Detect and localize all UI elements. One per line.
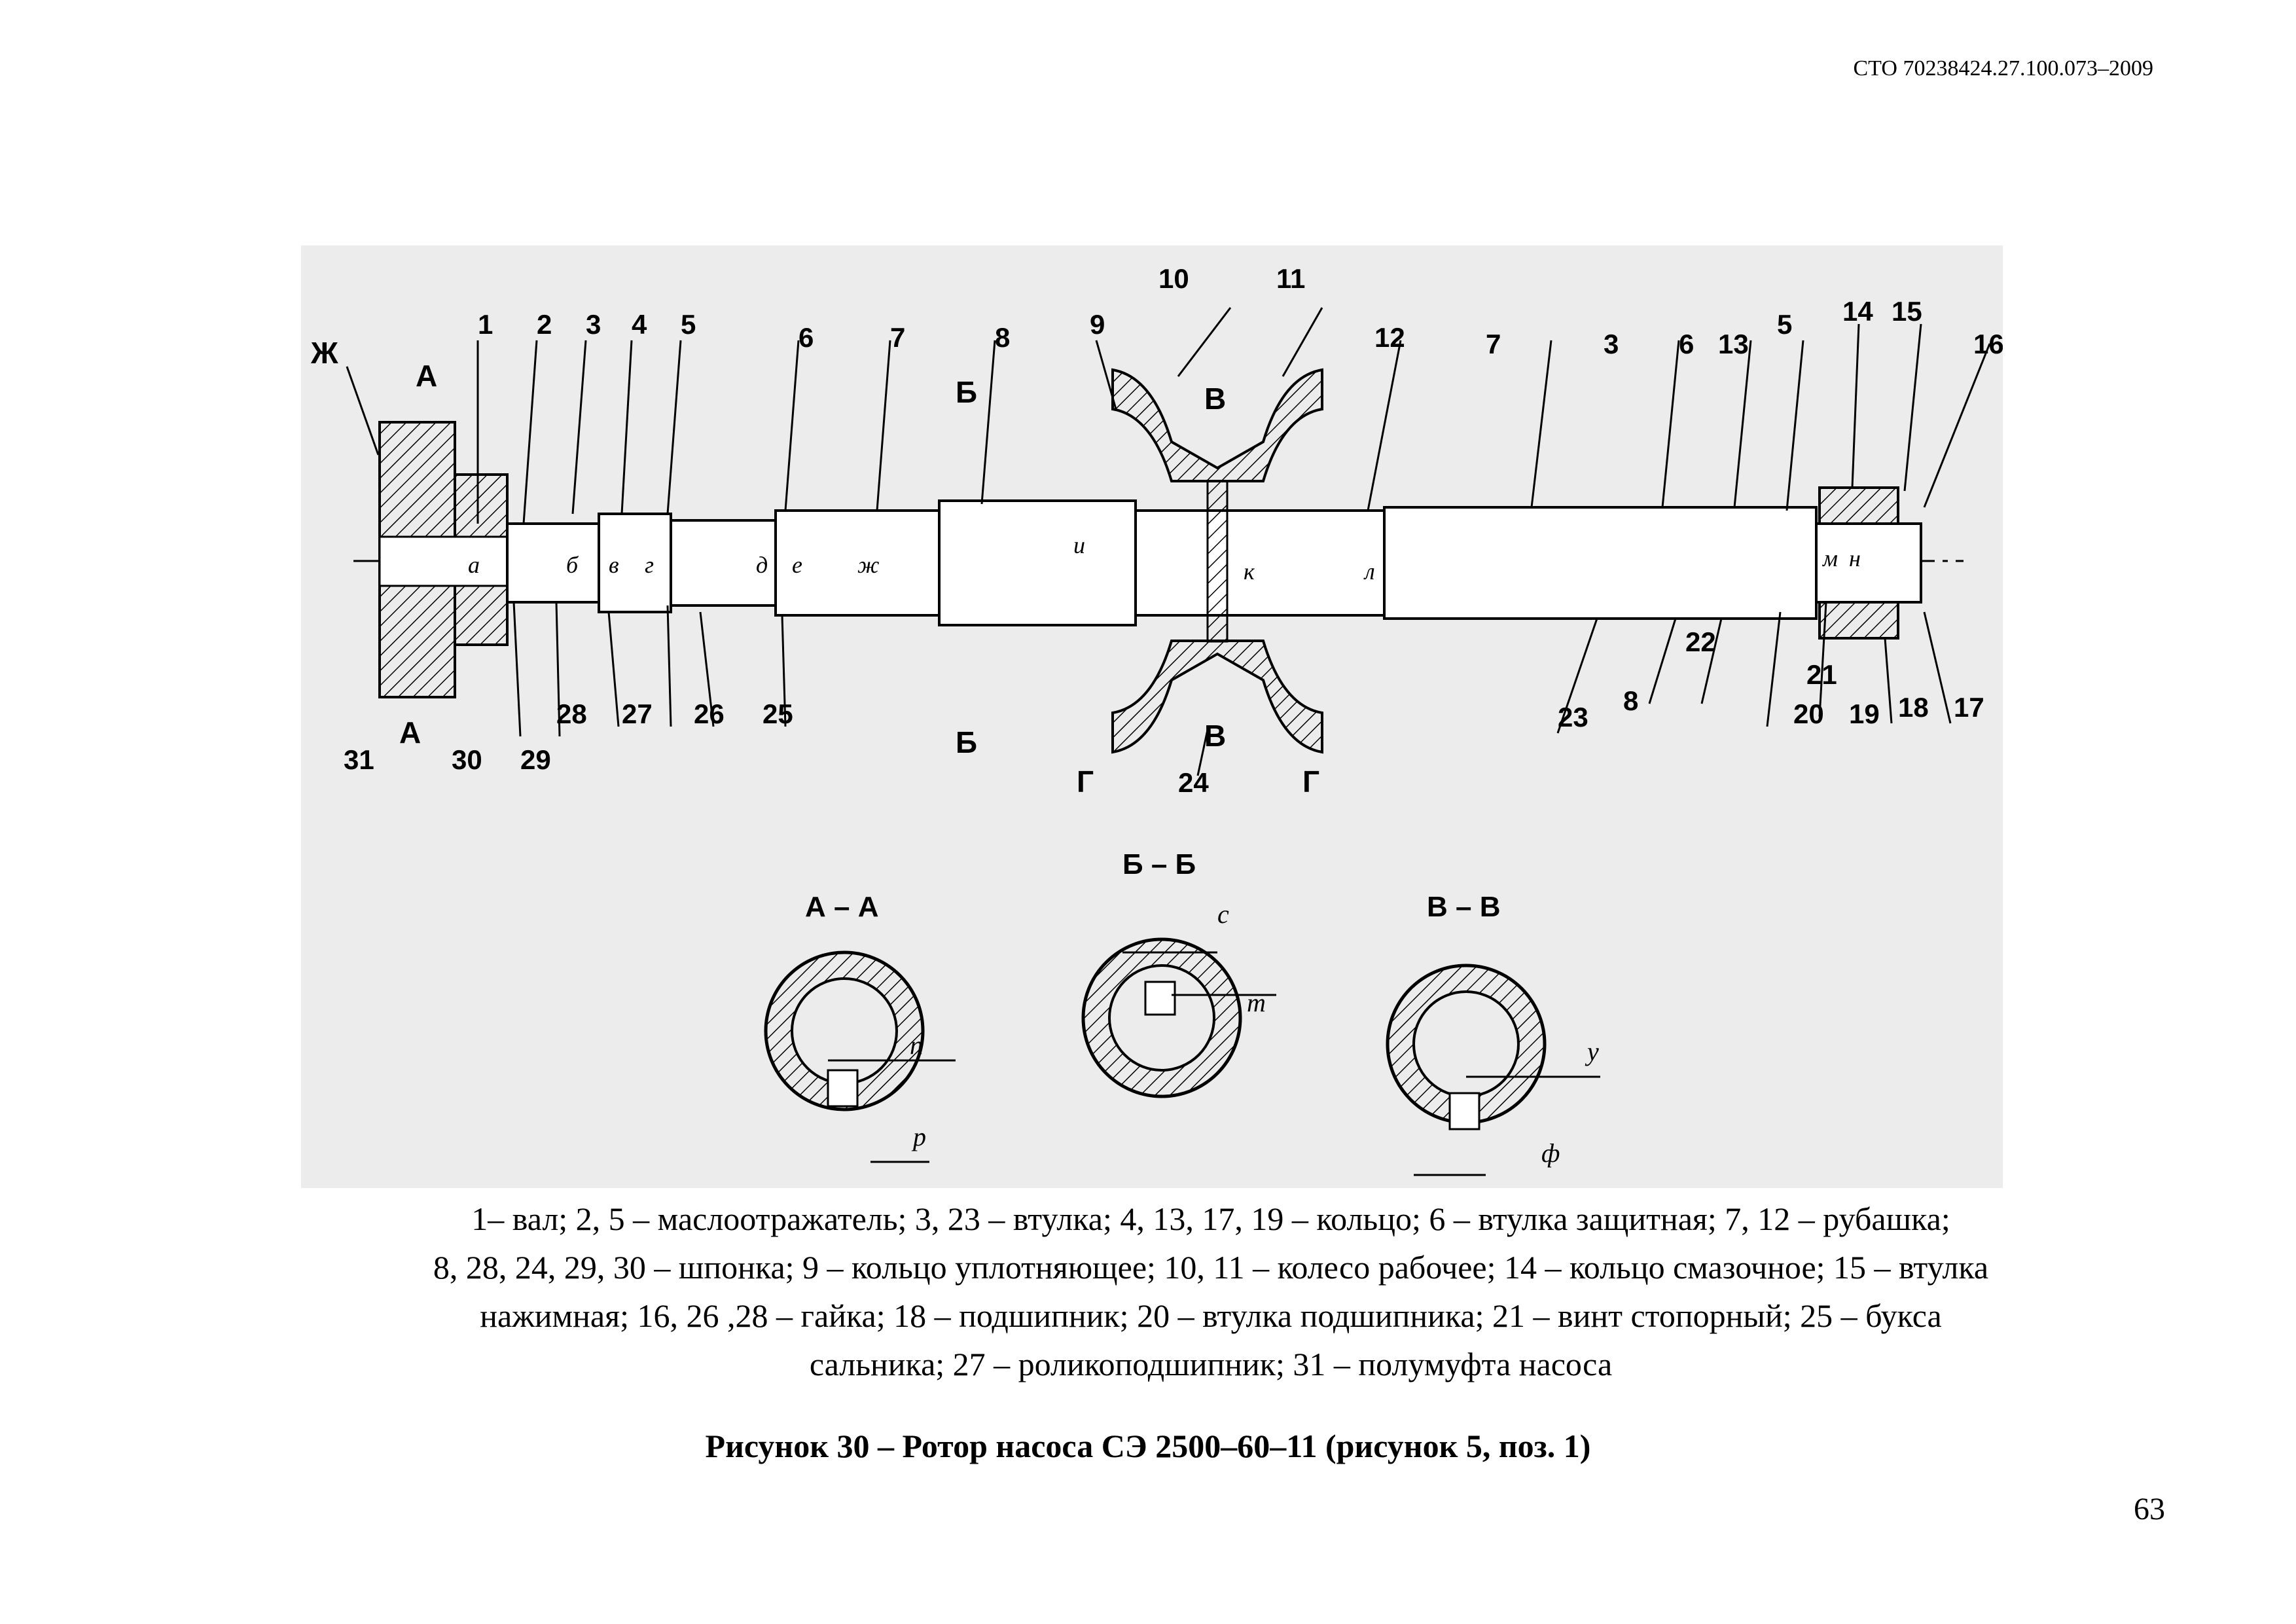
view-letter: Г [1077, 765, 1094, 799]
part-number: 8 [995, 322, 1010, 353]
part-number: 17 [1954, 692, 1984, 723]
part-number: 22 [1685, 626, 1716, 657]
part-number: 11 [1276, 263, 1305, 294]
document-code: СТО 70238424.27.100.073–2009 [1853, 56, 2153, 81]
rotor-drawing: 1 2 3 4 5 6 7 8 9 10 11 12 7 3 6 13 5 14… [301, 245, 2003, 1188]
part-number: 7 [890, 322, 905, 353]
part-number: 28 [556, 698, 587, 729]
view-letter: Б [956, 375, 977, 409]
legend-line: 1– вал; 2, 5 – маслоотражатель; 3, 23 – … [471, 1200, 1950, 1237]
part-number: 9 [1090, 309, 1105, 340]
dimension-letter: ж [857, 552, 880, 578]
section-a-a: А – А п р [764, 891, 956, 1163]
section-title: А – А [805, 891, 878, 923]
part-number: 19 [1849, 698, 1880, 729]
part-number: 6 [1679, 329, 1694, 359]
view-letter: В [1204, 382, 1226, 416]
part-number: 25 [762, 698, 793, 729]
coupling-half [378, 421, 509, 698]
impeller [1111, 368, 1323, 754]
part-number: 20 [1793, 698, 1824, 729]
dimension-letter: н [1849, 545, 1861, 571]
part-number: 3 [586, 309, 601, 340]
section-title: Б – Б [1122, 848, 1196, 880]
shaft [506, 499, 1922, 626]
part-number: 13 [1718, 329, 1749, 359]
view-letter: А [399, 715, 421, 749]
dimension-letter: в [609, 552, 619, 578]
view-letter: А [416, 359, 437, 393]
section-dim: р [911, 1122, 926, 1151]
part-number: 6 [798, 322, 814, 353]
part-number: 10 [1158, 263, 1189, 294]
view-letter: Г [1302, 765, 1319, 799]
figure-caption: Рисунок 30 – Ротор насоса СЭ 2500–60–11 … [705, 1428, 1591, 1464]
part-number: 30 [452, 744, 482, 775]
legend-line: сальника; 27 – роликоподшипник; 31 – пол… [809, 1346, 1613, 1382]
part-number: 1 [478, 309, 493, 340]
dimension-letter: б [566, 552, 579, 578]
view-letter: Ж [310, 336, 338, 370]
part-number: 15 [1892, 296, 1922, 327]
dimension-letter: и [1073, 532, 1085, 558]
part-number: 29 [520, 744, 551, 775]
part-number: 27 [622, 698, 653, 729]
dimension-letter: а [468, 552, 480, 578]
dimension-letter: м [1821, 545, 1838, 571]
part-number: 8 [1623, 685, 1638, 716]
part-number: 5 [681, 309, 696, 340]
part-number: 7 [1486, 329, 1501, 359]
part-number: 4 [632, 309, 647, 340]
dimension-letter: л [1363, 558, 1375, 585]
section-dim: у [1585, 1037, 1599, 1066]
page-number: 63 [2134, 1492, 2165, 1526]
part-number: 18 [1898, 692, 1929, 723]
legend-line: 8, 28, 24, 29, 30 – шпонка; 9 – кольцо у… [433, 1249, 1989, 1286]
part-number: 3 [1604, 329, 1619, 359]
part-number: 14 [1842, 296, 1873, 327]
part-number: 31 [344, 744, 374, 775]
dimension-letter: к [1244, 558, 1255, 585]
dimension-letter: д [756, 552, 768, 578]
view-letter: Б [956, 725, 977, 759]
part-number: 21 [1806, 659, 1837, 690]
part-number: 16 [1973, 329, 2003, 359]
section-dim: с [1217, 899, 1229, 929]
section-dim: п [910, 1030, 923, 1060]
view-letter: В [1204, 719, 1226, 753]
dimension-letter: е [792, 552, 802, 578]
section-dim: ф [1541, 1138, 1560, 1168]
section-b-b: Б – Б с т [1081, 848, 1276, 1098]
parts-legend: 1– вал; 2, 5 – маслоотражатель; 3, 23 – … [249, 1195, 2173, 1388]
part-number: 5 [1777, 309, 1792, 340]
part-number: 26 [694, 698, 725, 729]
part-number: 2 [537, 309, 552, 340]
legend-line: нажимная; 16, 26 ,28 – гайка; 18 – подши… [480, 1297, 1942, 1334]
dimension-letter: г [645, 552, 654, 578]
part-number: 12 [1374, 322, 1405, 353]
section-dim: т [1247, 988, 1266, 1017]
part-number: 24 [1178, 767, 1209, 798]
section-v-v: В – В у ф [1386, 891, 1600, 1176]
section-title: В – В [1427, 891, 1500, 923]
leader-lines [346, 307, 1991, 776]
bearing-assembly [1818, 486, 1899, 640]
rotor-drawing-svg: 1 2 3 4 5 6 7 8 9 10 11 12 7 3 6 13 5 14… [310, 263, 2003, 1176]
part-number: 23 [1558, 702, 1588, 732]
